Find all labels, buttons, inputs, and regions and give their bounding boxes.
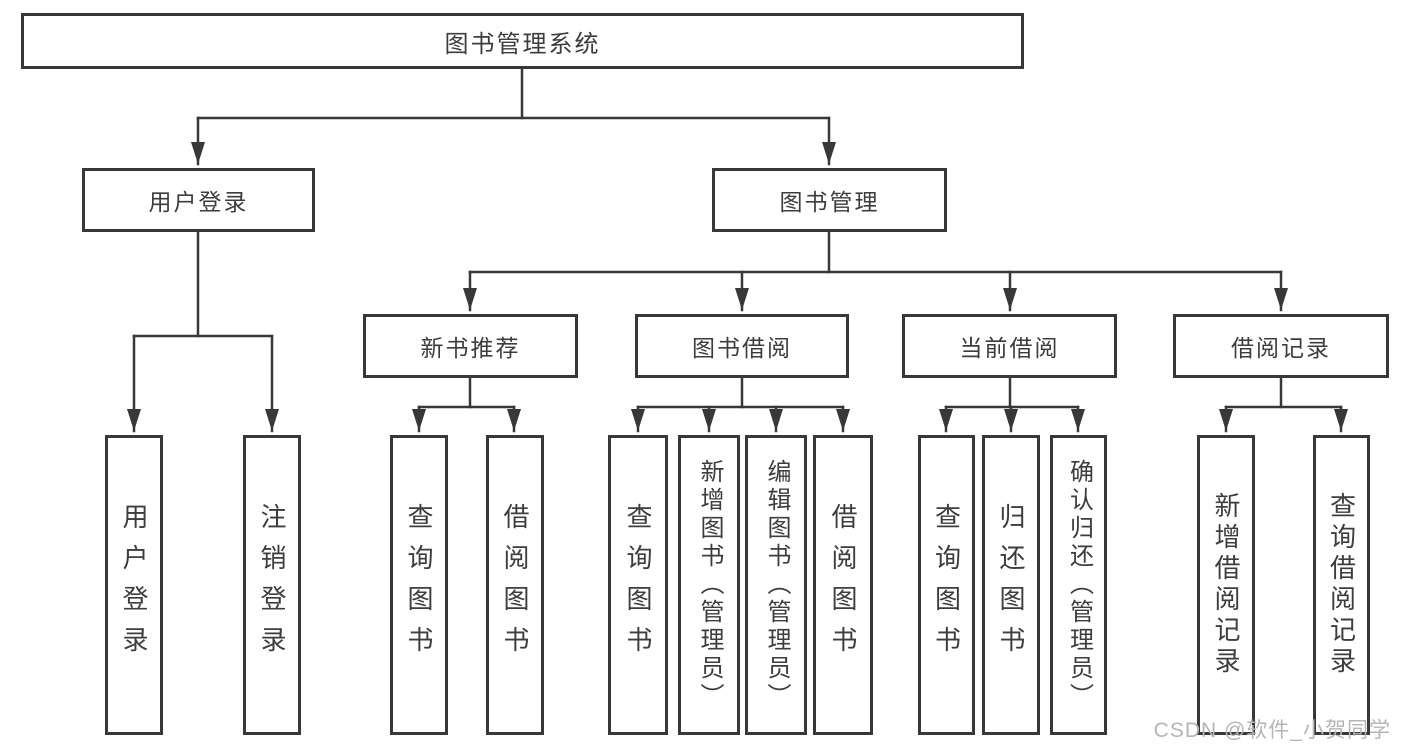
node-current-borrow: 当前借阅 <box>902 314 1117 378</box>
node-borrow-records: 借阅记录 <box>1173 314 1389 378</box>
node-label: 用户登录 <box>119 503 149 667</box>
leaf-logout: 注销登录 <box>243 435 301 735</box>
leaf-cur-query-books: 查询图书 <box>918 435 975 735</box>
csdn-watermark: CSDN @软件_小贺同学 <box>1153 719 1391 742</box>
node-label: 编辑图书（管理员） <box>763 459 790 711</box>
leaf-bor-borrow-books: 借阅图书 <box>813 435 873 735</box>
node-label: 图书管理 <box>779 189 880 215</box>
leaf-bor-edit-books-admin: 编辑图书（管理员） <box>745 435 807 735</box>
leaf-recs-query-record: 查询借阅记录 <box>1313 435 1370 735</box>
node-label: 新书推荐 <box>420 335 521 361</box>
node-label: 图书管理系统 <box>444 30 601 58</box>
node-new-book-recommend: 新书推荐 <box>363 314 578 378</box>
leaf-cur-return-books: 归还图书 <box>982 435 1040 735</box>
leaf-cur-confirm-return-admin: 确认归还（管理员） <box>1050 435 1107 735</box>
node-user-login: 用户登录 <box>82 168 315 232</box>
node-label: 用户登录 <box>148 189 249 215</box>
leaf-recs-add-record: 新增借阅记录 <box>1197 435 1255 735</box>
leaf-bor-query-books: 查询图书 <box>608 435 668 735</box>
node-label: 借阅图书 <box>500 503 530 667</box>
leaf-user-login: 用户登录 <box>105 435 163 735</box>
node-label: 当前借阅 <box>959 335 1060 361</box>
leaf-rec-query-books: 查询图书 <box>390 435 448 735</box>
node-book-management: 图书管理 <box>712 168 947 232</box>
node-label: 查询借阅记录 <box>1326 492 1357 678</box>
node-label: 借阅记录 <box>1231 335 1331 361</box>
node-label: 新增图书（管理员） <box>696 459 723 711</box>
node-label: 图书借阅 <box>692 335 792 361</box>
node-label: 查询图书 <box>623 503 653 667</box>
node-label: 新增借阅记录 <box>1211 492 1241 678</box>
node-label: 确认归还（管理员） <box>1065 459 1093 711</box>
node-book-borrow: 图书借阅 <box>635 314 849 378</box>
node-label: 查询图书 <box>404 503 434 667</box>
node-library-management-system: 图书管理系统 <box>21 13 1024 69</box>
node-label: 借阅图书 <box>828 503 858 667</box>
node-label: 查询图书 <box>931 503 962 667</box>
node-label: 归还图书 <box>996 503 1026 667</box>
node-label: 注销登录 <box>257 503 287 667</box>
leaf-rec-borrow-books: 借阅图书 <box>486 435 544 735</box>
leaf-bor-add-books-admin: 新增图书（管理员） <box>678 435 740 735</box>
